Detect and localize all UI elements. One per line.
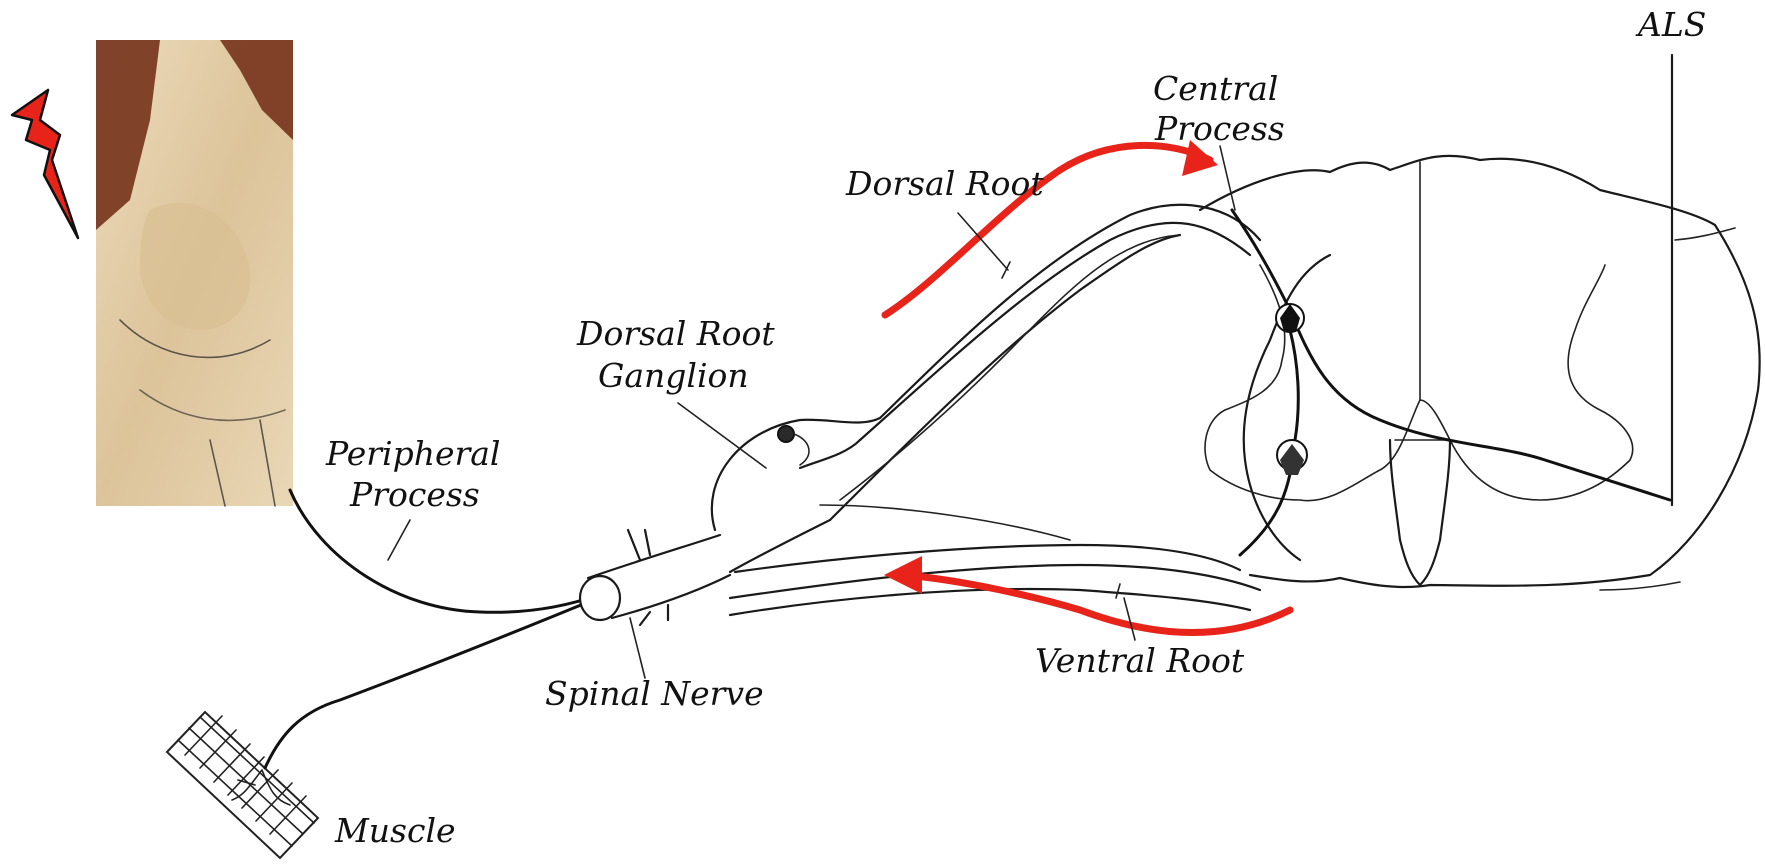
lightning-bolt-icon — [12, 90, 78, 238]
label-peripheral-line1: Peripheral — [325, 434, 501, 473]
knee-photo — [96, 40, 293, 506]
neuron-dorsal-horn — [1276, 304, 1304, 332]
leader-ventral-root — [1124, 598, 1135, 640]
label-muscle: Muscle — [334, 811, 456, 850]
label-peripheral-line2: Process — [349, 475, 480, 514]
label-drg-line2: Ganglion — [598, 356, 749, 395]
label-dorsal-root: Dorsal Root — [845, 164, 1044, 203]
label-drg-line1: Dorsal Root — [576, 314, 775, 353]
label-als: ALS — [1635, 5, 1706, 44]
label-ventral-root: Ventral Root — [1035, 641, 1245, 680]
neuron-deep — [1277, 440, 1307, 475]
leader-drg — [678, 403, 766, 468]
leader-spinal-nerve — [630, 618, 645, 678]
efferent-arrow — [884, 556, 1290, 633]
label-central-process-line1: Central — [1153, 69, 1278, 108]
muscle-block — [167, 712, 318, 858]
label-spinal-nerve: Spinal Nerve — [545, 674, 764, 713]
leader-peripheral — [388, 520, 410, 560]
leader-central-process — [1220, 146, 1235, 210]
label-central-process-line2: Process — [1154, 109, 1285, 148]
